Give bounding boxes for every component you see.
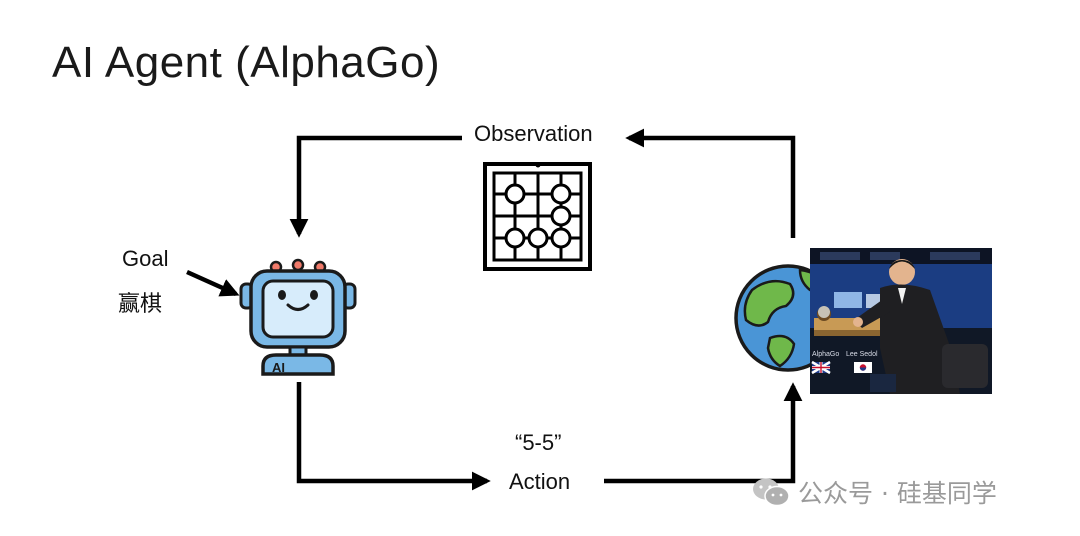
photo-caption-right: Lee Sedol (846, 351, 878, 358)
robot-badge: AI (272, 360, 285, 375)
slide-title: AI Agent (AlphaGo) (52, 38, 441, 87)
observation-label: Observation (474, 121, 593, 146)
watermark-text: 公众号 · 硅基同学 (798, 479, 997, 508)
goal-chinese-label: 赢棋 (118, 292, 163, 317)
action-move-label: “5-5” (515, 430, 562, 455)
action-label: Action (509, 469, 571, 494)
photo-caption-left: AlphaGo (812, 351, 839, 358)
goal-arrow (186, 269, 240, 297)
robot-icon: AI (239, 258, 357, 376)
watermark: 公众号 · 硅基同学 (752, 474, 997, 510)
wechat-icon (753, 478, 790, 507)
observation-arrow (289, 128, 796, 238)
goal-label: Goal (122, 246, 169, 271)
action-arrow (296, 382, 803, 491)
alphago-match-photo: AlphaGo Lee Sedol (810, 248, 992, 394)
go-board-icon (483, 162, 592, 271)
